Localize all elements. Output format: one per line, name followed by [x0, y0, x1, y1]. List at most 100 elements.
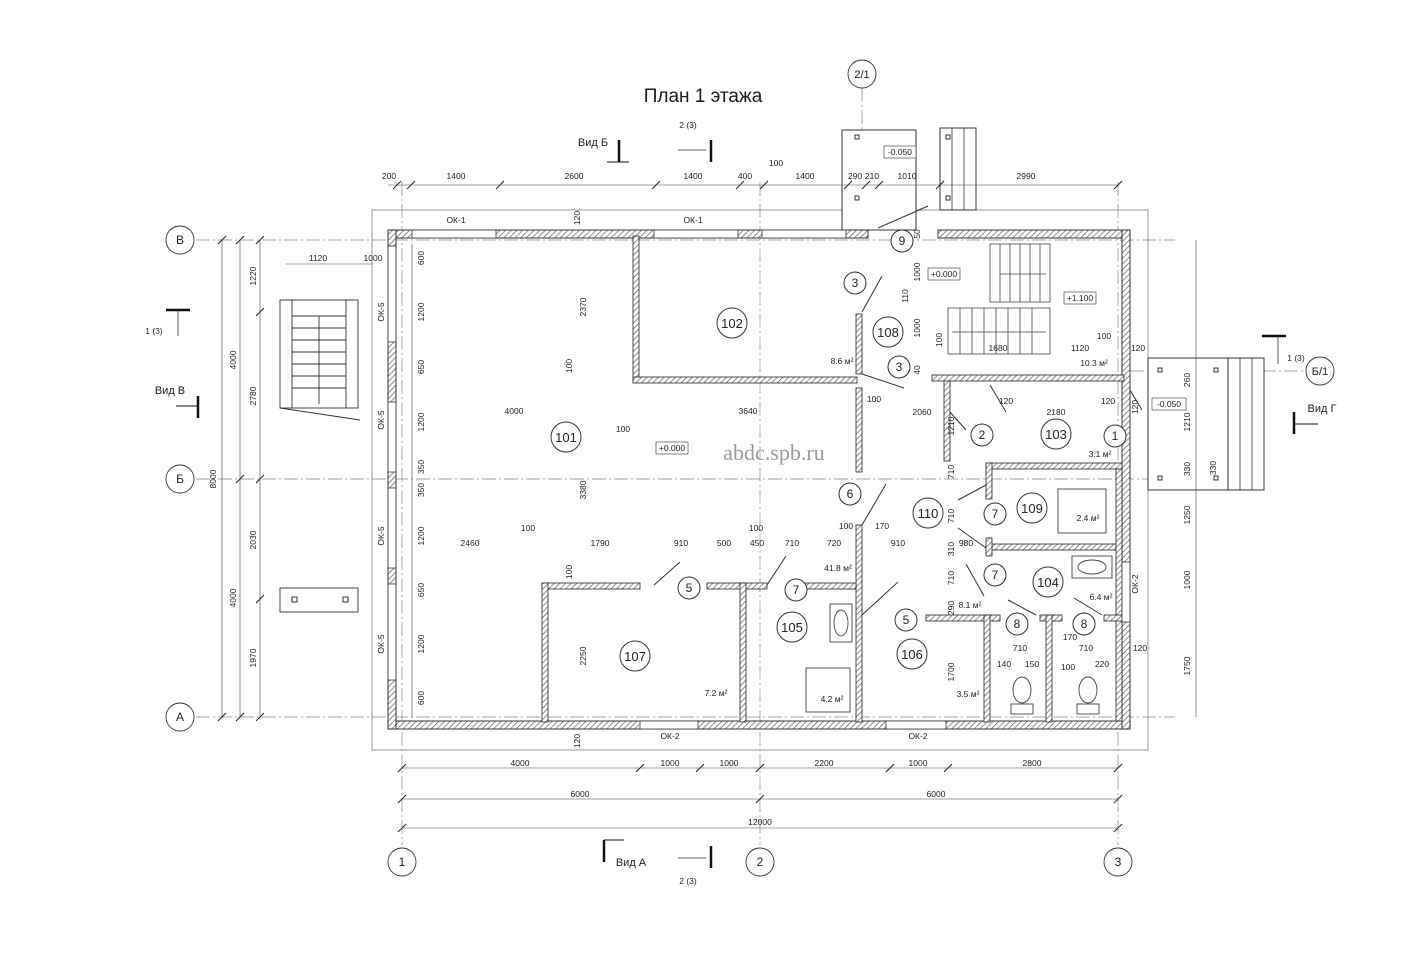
svg-text:350: 350 — [416, 460, 426, 474]
room-number-109: 109 — [1016, 492, 1048, 524]
svg-text:7: 7 — [992, 507, 999, 521]
svg-text:102: 102 — [721, 316, 743, 331]
svg-text:290: 290 — [946, 601, 956, 615]
svg-text:1210: 1210 — [1182, 412, 1192, 431]
svg-text:2: 2 — [757, 855, 764, 869]
svg-text:7: 7 — [793, 583, 800, 597]
axis-bubble-row-v: В — [165, 225, 195, 255]
room-number-107: 107 — [619, 640, 651, 672]
room-number-110: 110 — [912, 497, 944, 529]
axis-bubble-row-b1: Б/1 — [1305, 356, 1335, 386]
svg-text:2/1: 2/1 — [854, 69, 869, 81]
svg-text:3: 3 — [852, 276, 859, 290]
svg-text:Вид А: Вид А — [616, 857, 647, 869]
svg-text:330: 330 — [1182, 462, 1192, 476]
porch-top: -0.050 — [841, 127, 977, 231]
svg-text:1000: 1000 — [661, 758, 680, 768]
view-marker-b: Вид Б — [578, 137, 629, 163]
svg-text:3.1 м²: 3.1 м² — [1089, 449, 1112, 459]
svg-text:100: 100 — [839, 521, 853, 531]
svg-text:12000: 12000 — [748, 817, 772, 827]
svg-text:+1.100: +1.100 — [1067, 293, 1094, 303]
door-mark-8a: 8 — [1005, 612, 1029, 636]
svg-text:-0.050: -0.050 — [1157, 399, 1181, 409]
svg-text:350: 350 — [416, 483, 426, 497]
axis-lines — [196, 88, 1305, 845]
svg-text:220: 220 — [1095, 659, 1109, 669]
bottom-dimension-chains: 4000 1000 1000 2200 1000 2800 6000 6000 … — [397, 758, 1123, 833]
room-number-101: 101 — [550, 421, 582, 453]
windows — [387, 229, 1131, 730]
svg-text:1200: 1200 — [416, 302, 426, 321]
svg-text:2 (3): 2 (3) — [679, 120, 697, 130]
room-number-102: 102 — [716, 307, 748, 339]
svg-text:100: 100 — [1097, 331, 1111, 341]
svg-text:3: 3 — [896, 360, 903, 374]
right-dimension-chain: 1210 330 1250 1000 1750 120 260 — [1131, 240, 1197, 717]
door-mark-1: 1 — [1103, 424, 1127, 448]
svg-text:2.4 м²: 2.4 м² — [1077, 513, 1100, 523]
svg-text:600: 600 — [416, 251, 426, 265]
view-marker-v: Вид В — [155, 385, 200, 418]
svg-text:2780: 2780 — [248, 386, 258, 405]
svg-text:10.3 м²: 10.3 м² — [1080, 358, 1108, 368]
svg-text:104: 104 — [1037, 575, 1059, 590]
section-marker-2-bottom: 2 (3) — [678, 846, 713, 886]
section-marker-1-left: 1 (3) — [145, 308, 190, 336]
svg-text:8.6 м²: 8.6 м² — [831, 356, 854, 366]
svg-text:ОК-1: ОК-1 — [446, 215, 465, 225]
svg-text:400: 400 — [738, 171, 752, 181]
watermark: abdc.spb.ru — [723, 440, 824, 465]
svg-text:3.5 м²: 3.5 м² — [957, 689, 980, 699]
svg-text:910: 910 — [674, 538, 688, 548]
svg-text:101: 101 — [555, 430, 577, 445]
svg-text:8: 8 — [1081, 617, 1088, 631]
svg-text:170: 170 — [875, 521, 889, 531]
plumbing-fixtures — [805, 488, 1113, 715]
svg-text:Вид Г: Вид Г — [1308, 403, 1337, 415]
svg-text:710: 710 — [946, 509, 956, 523]
svg-text:6000: 6000 — [927, 789, 946, 799]
svg-text:6.4 м²: 6.4 м² — [1090, 592, 1113, 602]
svg-text:110: 110 — [900, 289, 910, 303]
svg-text:1120: 1120 — [1071, 343, 1090, 353]
svg-text:1250: 1250 — [1182, 505, 1192, 524]
svg-text:120: 120 — [1130, 400, 1140, 414]
svg-text:110: 110 — [918, 506, 939, 521]
door-mark-5a: 5 — [677, 576, 701, 600]
svg-text:150: 150 — [1025, 659, 1039, 669]
svg-text:1 (3): 1 (3) — [145, 326, 163, 336]
window-labels: ОК-1 ОК-1 ОК-2 ОК-2 ОК-5 ОК-5 ОК-5 ОК-5 … — [376, 215, 1140, 741]
axis-bubble-col-2: 2 — [745, 847, 775, 877]
axis-bubble-col-1: 1 — [387, 847, 417, 877]
svg-text:2370: 2370 — [578, 297, 588, 316]
svg-text:1000: 1000 — [364, 253, 383, 263]
svg-text:980: 980 — [959, 538, 973, 548]
svg-text:710: 710 — [946, 571, 956, 585]
svg-text:4.2 м²: 4.2 м² — [821, 694, 844, 704]
svg-text:9: 9 — [899, 234, 906, 248]
svg-text:8: 8 — [1014, 617, 1021, 631]
drawing-title: План 1 этажа — [644, 86, 763, 107]
svg-text:109: 109 — [1021, 501, 1043, 516]
door-mark-5b: 5 — [894, 608, 918, 632]
svg-text:5: 5 — [903, 613, 910, 627]
room-number-104: 104 — [1032, 566, 1064, 598]
svg-text:1: 1 — [399, 855, 406, 869]
axis-bubble-col-2-1: 2/1 — [847, 59, 877, 89]
svg-text:1700: 1700 — [946, 662, 956, 681]
svg-text:2: 2 — [979, 428, 986, 442]
svg-text:6000: 6000 — [571, 789, 590, 799]
svg-text:2800: 2800 — [1023, 758, 1042, 768]
svg-text:120: 120 — [999, 396, 1013, 406]
room-number-105: 105 — [776, 611, 808, 643]
svg-text:450: 450 — [750, 538, 764, 548]
svg-text:2250: 2250 — [578, 646, 588, 665]
svg-text:3640: 3640 — [739, 406, 758, 416]
svg-text:710: 710 — [785, 538, 799, 548]
svg-text:710: 710 — [1013, 643, 1027, 653]
svg-text:310: 310 — [946, 542, 956, 556]
room-number-108: 108 — [872, 316, 904, 348]
svg-text:1790: 1790 — [591, 538, 610, 548]
svg-text:200: 200 — [382, 171, 396, 181]
